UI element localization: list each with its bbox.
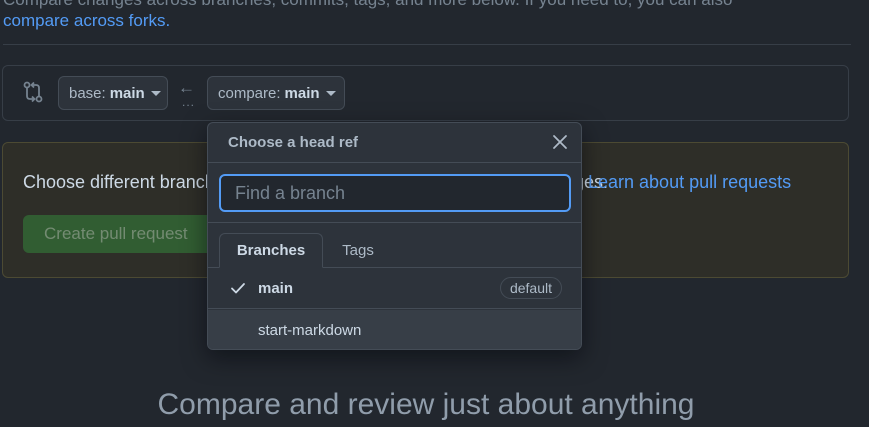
popup-header: Choose a head ref <box>208 123 581 163</box>
compare-across-forks-link[interactable]: compare across forks. <box>3 11 171 30</box>
check-icon <box>231 283 245 294</box>
compare-label: compare: <box>218 84 281 102</box>
branch-name: main <box>258 280 294 297</box>
find-branch-input[interactable] <box>219 174 571 212</box>
ref-picker-popup: Choose a head ref Branches Tags main def… <box>207 122 582 350</box>
ref-tabs: Branches Tags <box>208 223 581 268</box>
compare-value: main <box>284 84 320 102</box>
filter-section <box>208 163 581 223</box>
base-branch-button[interactable]: base: main <box>58 76 168 110</box>
compare-intro-text: Compare changes across branches, commits… <box>3 0 733 10</box>
compare-branch-button[interactable]: compare: main <box>207 76 345 110</box>
caret-down-icon <box>325 90 336 96</box>
base-label: base: <box>69 84 106 102</box>
learn-pull-requests-link[interactable]: Learn about pull requests <box>588 172 792 192</box>
hero-title: Compare and review just about anything <box>157 388 695 421</box>
caret-down-icon <box>150 90 161 96</box>
divider <box>3 44 851 45</box>
branch-item-main[interactable]: main default <box>208 268 581 309</box>
branch-item-start-markdown[interactable]: start-markdown <box>208 310 581 349</box>
branch-name: start-markdown <box>258 322 362 339</box>
range-dots: ... <box>182 95 196 109</box>
tab-tags[interactable]: Tags <box>342 242 374 259</box>
base-value: main <box>109 84 145 102</box>
tab-branches[interactable]: Branches <box>219 233 323 268</box>
git-compare-icon <box>23 81 43 103</box>
create-pull-request-button[interactable]: Create pull request <box>23 215 233 253</box>
range-editor <box>2 65 849 121</box>
arrow-left-icon: ← <box>178 78 195 97</box>
popup-title: Choose a head ref <box>228 134 359 151</box>
close-icon[interactable] <box>551 133 569 151</box>
default-badge: default <box>499 277 562 299</box>
